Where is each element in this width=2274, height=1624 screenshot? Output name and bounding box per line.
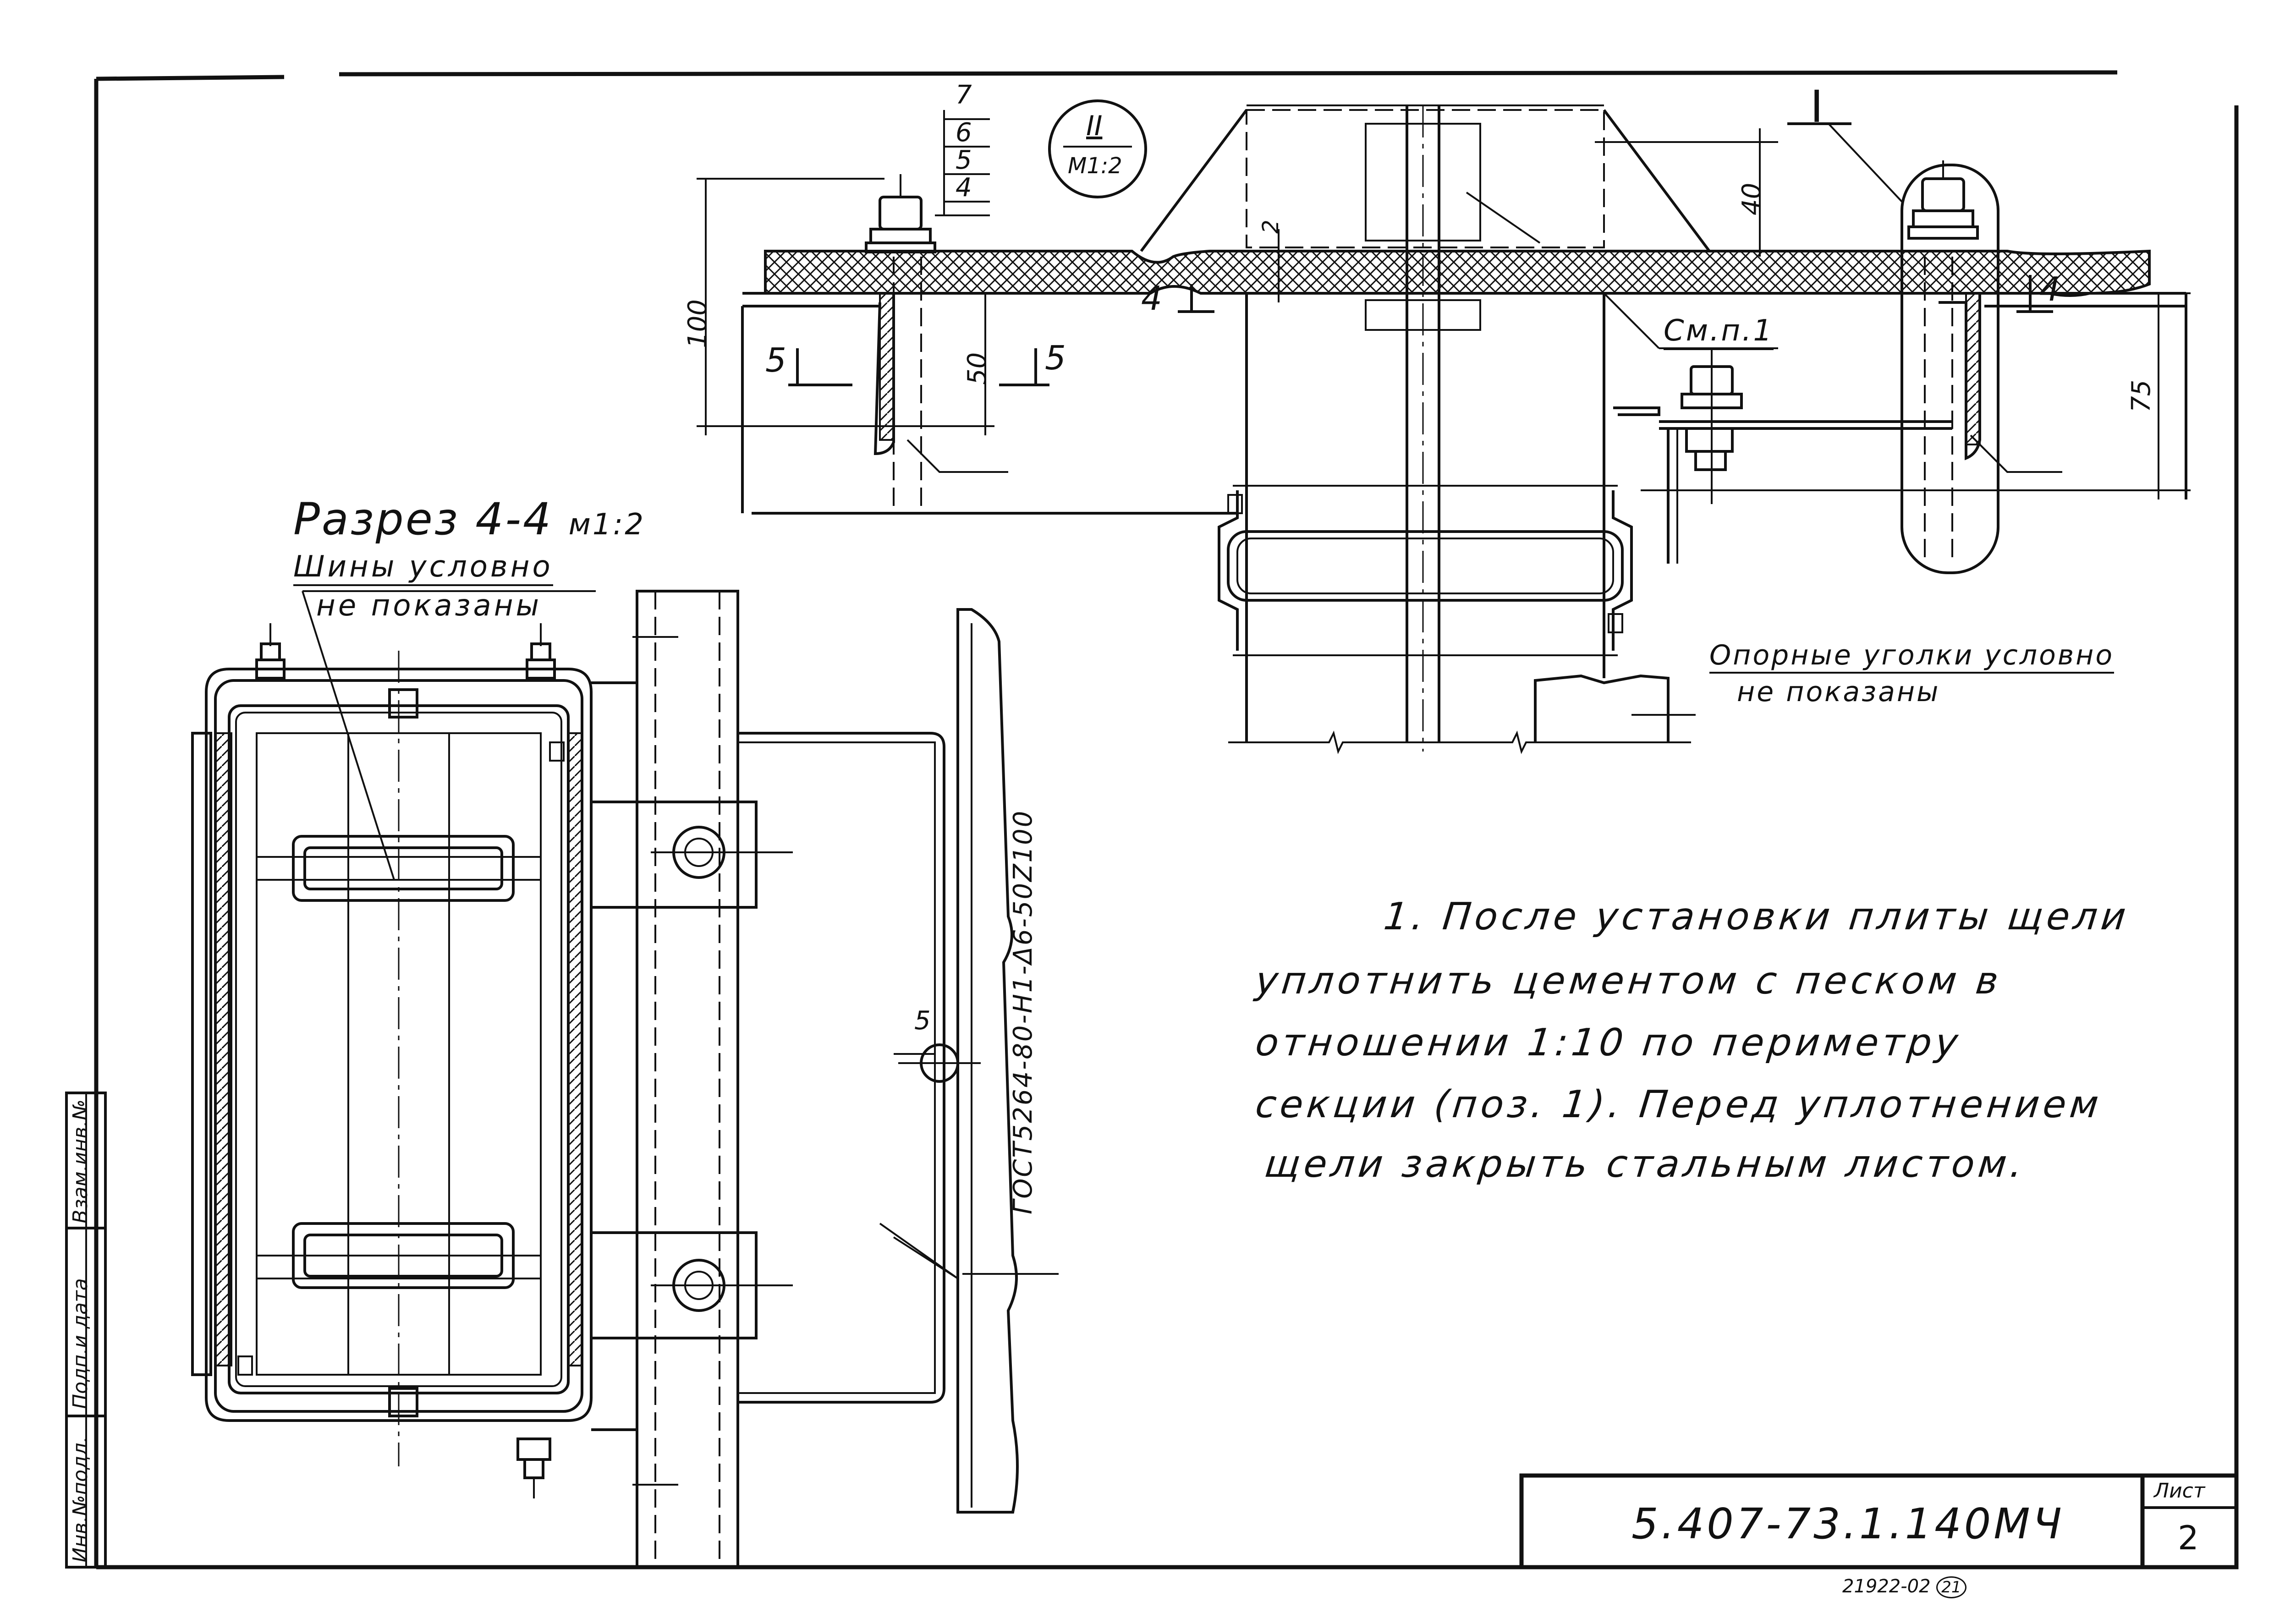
note-line-4: секции (поз. 1). Перед уплотнением: [1253, 1083, 2104, 1126]
title-block-frame: [1519, 1473, 2239, 1569]
title-block-sheet-label: Лист: [2154, 1479, 2205, 1503]
dim-75: 75: [2126, 379, 2156, 412]
dim-5: 5: [914, 1006, 931, 1036]
angles-note-line2: не показаны: [1737, 676, 1940, 708]
bottom-mark-circle: 21: [1936, 1576, 1966, 1598]
bottom-mark: 21922-02 21: [1842, 1576, 1966, 1598]
drawing-frame: [94, 70, 2239, 1569]
position-5: 5: [956, 145, 972, 175]
stamp-replacement-number: Взам.инв.№: [69, 1099, 92, 1223]
angles-note-line1: Опорные уголки условно: [1709, 642, 2115, 674]
dim-40: 40: [1737, 182, 1767, 215]
note-line-2: уплотнить цементом с песком в: [1253, 959, 2004, 1003]
node-callout-number: II: [1086, 110, 1103, 142]
note-line-3: отношении 1:10 по периметру: [1253, 1021, 1964, 1064]
tires-note-line2: не показаны: [316, 589, 542, 623]
stamp-inventory-number: Инв.№подл.: [69, 1436, 92, 1563]
side-stamp-frame: [65, 1092, 107, 1569]
section-4-4: [191, 590, 1059, 1569]
bottom-mark-text: 21922-02: [1842, 1576, 1931, 1597]
tires-note-line1: Шины условно: [293, 552, 553, 586]
hatched-plate: [764, 249, 2151, 297]
position-7: 7: [956, 80, 972, 110]
section-mark-right-4: 4: [2039, 270, 2060, 308]
note-line-1: 1. После установки плиты щели: [1382, 895, 2132, 938]
node-mark: I: [1810, 81, 1824, 132]
position-6: 6: [956, 118, 972, 148]
reference-label: См.п.1: [1664, 316, 1774, 350]
section-title: Разрез 4-4 м1:2: [293, 497, 645, 541]
node-callout-scale: M1:2: [1068, 153, 1122, 179]
position-4: 4: [956, 173, 972, 203]
section-title-text: Разрез 4-4: [293, 494, 553, 545]
stamp-signature-date: Подп.и дата: [69, 1278, 92, 1409]
standard-label: ГОСТ5264-80-Н1-Δ6-50Z100: [1008, 809, 1038, 1214]
section-mark-right-5: 5: [1045, 339, 1066, 377]
top-detail: [697, 99, 2191, 754]
section-scale: м1:2: [568, 508, 645, 542]
section-mark-left-4: 4: [1141, 279, 1162, 318]
dim-2: 2: [1258, 219, 1284, 234]
title-block-code: 5.407-73.1.140МЧ: [1631, 1499, 2065, 1548]
dim-50: 50: [962, 352, 992, 385]
note-line-5: щели закрыть стальным листом.: [1263, 1142, 2028, 1186]
section-mark-left-5: 5: [765, 341, 786, 379]
title-block-sheet-number: 2: [2178, 1519, 2199, 1557]
dim-100: 100: [683, 299, 713, 348]
